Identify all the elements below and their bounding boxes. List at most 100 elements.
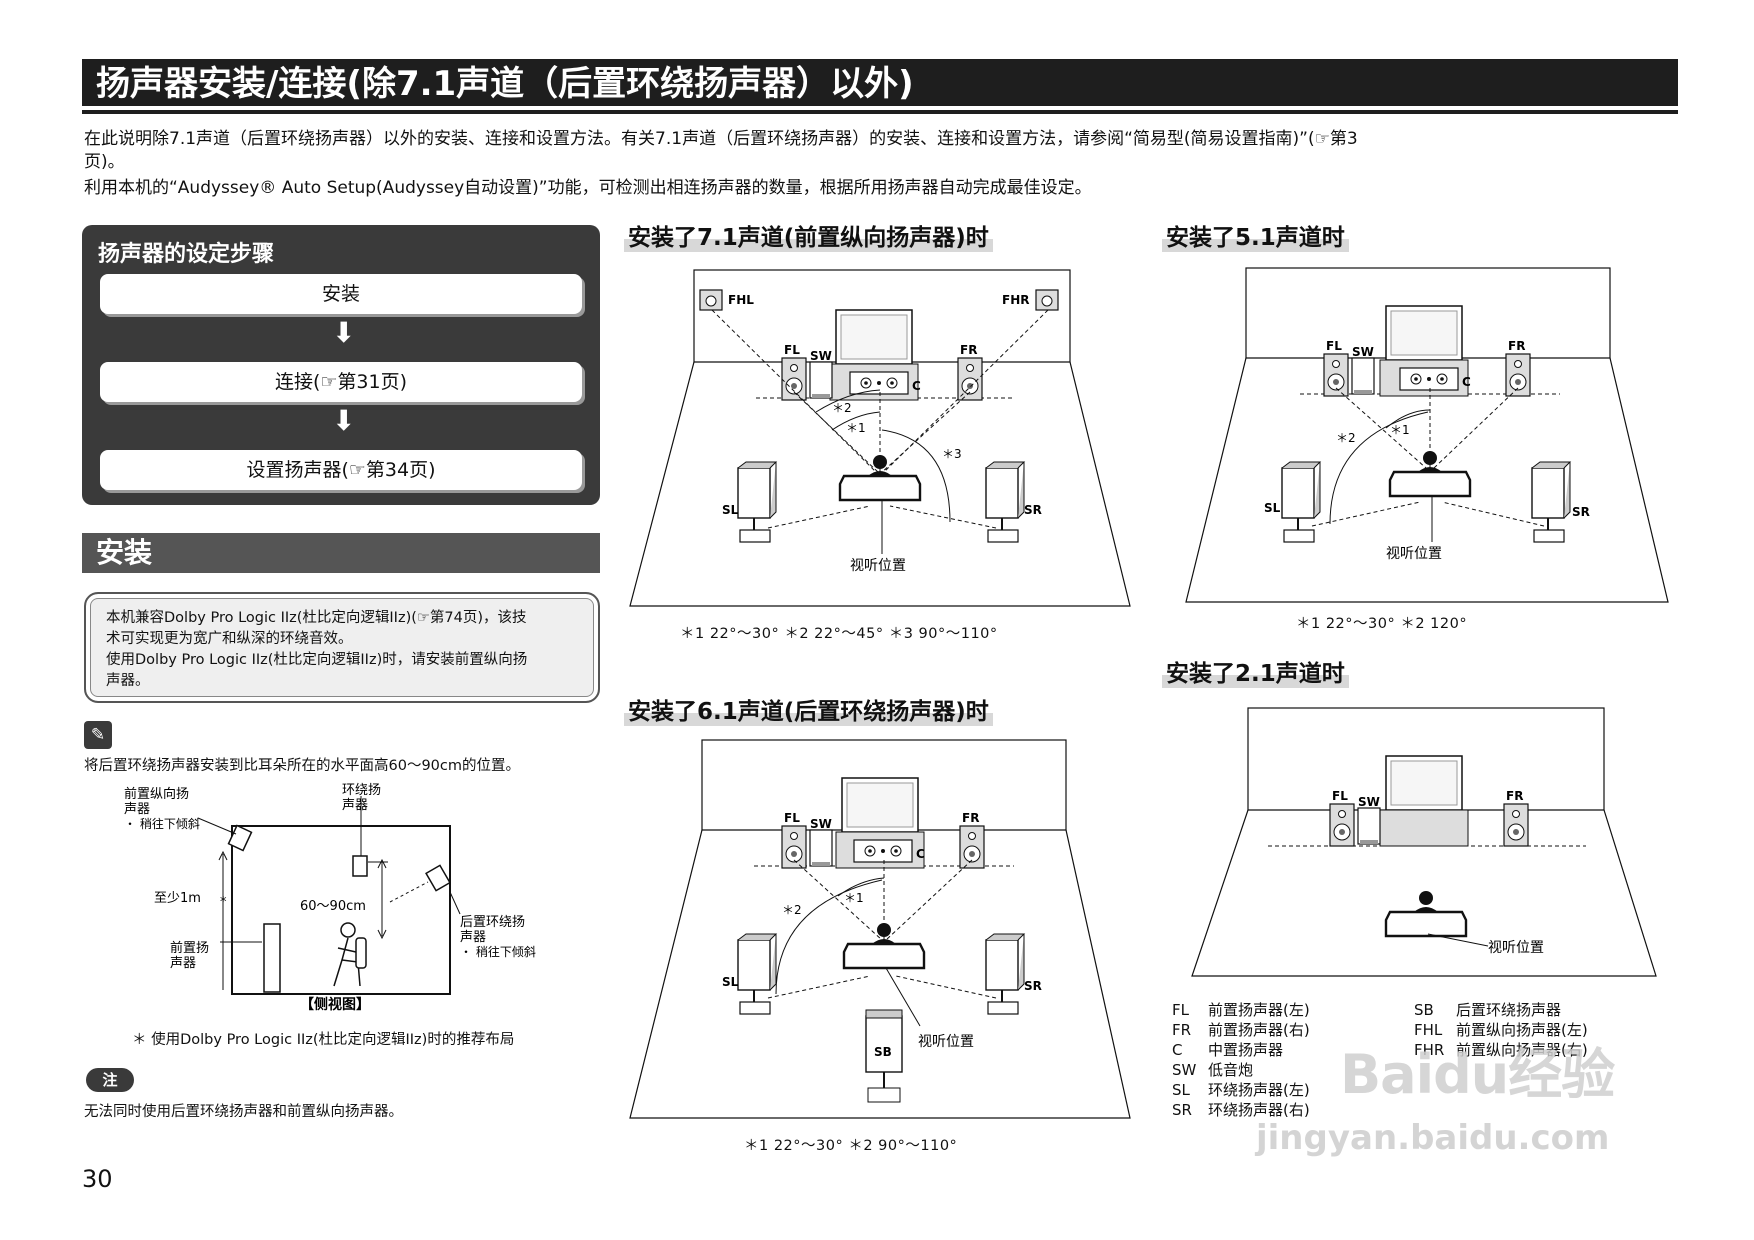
listening-position-label: 视听位置 (1488, 940, 1544, 956)
listening-position-label: 视听位置 (1386, 546, 1442, 562)
ch51-angles: ＊1 22°～30° ＊2 120° (1296, 616, 1468, 632)
angle-label: ＊2 (832, 401, 852, 415)
fl-speaker-icon (1323, 353, 1349, 397)
ch21-diagram: FL SW FR 视听位置 (1191, 707, 1657, 977)
sl-speaker-icon (737, 933, 777, 1015)
angle-label: ＊2 (1336, 431, 1356, 445)
angle-label: ＊1 (846, 421, 866, 435)
install-note-line: 使用Dolby Pro Logic IIz(杜比定向逻辑IIz)时，请安装前置纵… (106, 652, 528, 668)
fl-speaker-icon (1329, 803, 1355, 847)
page-number: 30 (82, 1165, 113, 1193)
steps-title: 扬声器的设定步骤 (98, 242, 275, 267)
side-view-label: 声器 (170, 956, 196, 971)
angle-label: ＊2 (782, 903, 802, 917)
sl-speaker-icon (1281, 461, 1321, 543)
watermark-logo: Baidu经验 (1340, 1043, 1615, 1106)
sb-speaker-icon (865, 1009, 903, 1103)
fr-speaker-icon (959, 825, 985, 869)
install-note-line: 本机兼容Dolby Pro Logic IIz(杜比定向逻辑IIz)(☞第74页… (106, 610, 527, 626)
label-fl: FL (784, 811, 800, 825)
angle-label: ＊1 (844, 891, 864, 905)
page-title: 扬声器安装/连接(除7.1声道（后置环绕扬声器）以外) (82, 59, 1678, 110)
fhr-speaker-icon (1035, 289, 1059, 311)
label-sl: SL (722, 503, 739, 517)
side-view-label: ・ 稍往下倾斜 (124, 816, 200, 831)
pencil-icon: ✎ (84, 721, 112, 749)
center-speaker-icon (1399, 367, 1459, 391)
fr-speaker-icon (1503, 803, 1529, 847)
side-view-label: 前置扬 (170, 940, 209, 956)
ch71-title: 安装了7.1声道(前置纵向扬声器)时 (624, 218, 993, 252)
label-sw: SW (1352, 345, 1374, 359)
ch21-title: 安装了2.1声道时 (1162, 654, 1349, 688)
center-speaker-icon (849, 371, 909, 395)
step-connect: 连接(☞第31页) (100, 362, 582, 402)
listening-position-label: 视听位置 (918, 1034, 974, 1050)
side-view-label: * (220, 895, 227, 910)
label-sw: SW (1358, 795, 1380, 809)
intro-line-3: 利用本机的“Audyssey® Auto Setup(Audyssey自动设置)… (84, 178, 1092, 198)
sw-speaker-icon (809, 361, 833, 399)
label-fr: FR (962, 811, 979, 825)
angle-label: ＊3 (942, 447, 962, 461)
ch71-diagram: FHL FHR FL SW C FR SL SR ＊2 ＊1 ＊3 视听位置 (629, 269, 1131, 607)
watermark-url: jingyan.baidu.com (1256, 1118, 1610, 1158)
side-view-caption: 【侧视图】 (300, 996, 370, 1012)
side-view-label: 声器 (342, 798, 368, 813)
angle-label: ＊1 (1390, 423, 1410, 437)
side-view-label: 环绕扬 (342, 783, 381, 798)
label-c: C (1462, 375, 1471, 389)
fr-speaker-icon (1505, 353, 1531, 397)
note-text: 无法同时使用后置环绕扬声器和前置纵向扬声器。 (84, 1104, 403, 1120)
label-fl: FL (1326, 339, 1342, 353)
ch71-angles: ＊1 22°～30° ＊2 22°～45° ＊3 90°～110° (680, 626, 998, 642)
down-arrow-icon: ⬇ (332, 316, 356, 349)
label-fl: FL (1332, 789, 1348, 803)
label-sr: SR (1572, 505, 1590, 519)
down-arrow-icon: ⬇ (332, 404, 356, 437)
label-sl: SL (1264, 501, 1281, 515)
center-speaker-icon (853, 839, 913, 863)
install-note-box: 本机兼容Dolby Pro Logic IIz(杜比定向逻辑IIz)(☞第74页… (84, 592, 600, 703)
label-c: C (912, 379, 921, 393)
side-view-label: 至少1m (154, 891, 201, 906)
step-install: 安装 (100, 274, 582, 314)
intro-line-2: 页)。 (84, 152, 125, 172)
ch61-diagram: FL SW C FR SL SR SB ＊2 ＊1 视听位置 (629, 739, 1131, 1119)
label-fhl: FHL (728, 293, 754, 307)
ch61-angles: ＊1 22°～30° ＊2 90°～110° (744, 1138, 958, 1154)
label-c: C (916, 847, 925, 861)
sr-speaker-icon (985, 461, 1025, 543)
sr-speaker-icon (985, 933, 1025, 1015)
install-heading: 安装 (82, 533, 600, 573)
sl-speaker-icon (737, 461, 777, 543)
side-view-diagram: 前置纵向扬 声器 ・ 稍往下倾斜 环绕扬 声器 至少1m * 60～90cm 前… (124, 783, 536, 1012)
side-view-label: 60～90cm (300, 899, 366, 914)
fl-speaker-icon (781, 357, 807, 401)
install-note-line: 声器。 (106, 673, 150, 689)
side-view-label: ・ 稍往下倾斜 (460, 944, 536, 959)
label-fr: FR (1508, 339, 1525, 353)
label-sw: SW (810, 349, 832, 363)
label-sl: SL (722, 975, 739, 989)
label-fl: FL (784, 343, 800, 357)
ch51-diagram: FL SW C FR SL SR ＊2 ＊1 视听位置 (1185, 267, 1669, 603)
sw-speaker-icon (809, 829, 833, 867)
intro-line-1: 在此说明除7.1声道（后置环绕扬声器）以外的安装、连接和设置方法。有关7.1声道… (84, 129, 1358, 149)
label-sr: SR (1024, 979, 1042, 993)
side-view-label: 前置纵向扬 (124, 786, 189, 802)
install-note-line: 术可实现更为宽广和纵深的环绕音效。 (106, 631, 353, 647)
sr-speaker-icon (1531, 461, 1571, 543)
ch61-title: 安装了6.1声道(后置环绕扬声器)时 (624, 692, 993, 726)
